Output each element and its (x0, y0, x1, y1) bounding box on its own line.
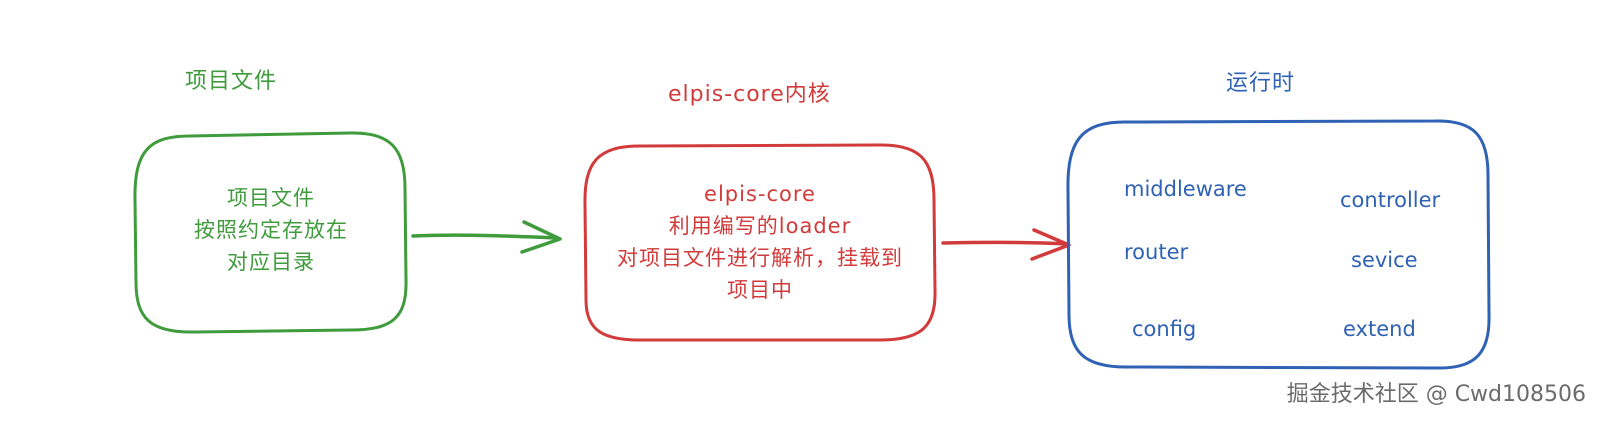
elpis-core-box (583, 143, 937, 342)
runtime-box (1066, 119, 1491, 370)
arrow-core-to-runtime (941, 240, 1070, 246)
project-files-line: 按照约定存放在 (194, 218, 348, 242)
watermark: 掘金技术社区 @ Cwd108506 (1286, 382, 1586, 407)
runtime-item-controller: controller (1340, 188, 1441, 212)
elpis-core-title: elpis-core内核 (668, 82, 831, 107)
runtime-item-sevice: sevice (1351, 248, 1418, 272)
runtime-title: 运行时 (1226, 71, 1296, 96)
elpis-core-line: 项目中 (727, 278, 793, 302)
elpis-core-line: 对项目文件进行解析，挂载到 (617, 246, 903, 270)
runtime-item-middleware: middleware (1124, 177, 1247, 201)
runtime-item-router: router (1124, 240, 1189, 264)
arrow-project-to-core (411, 233, 560, 240)
project-files-description: 项目文件 按照约定存放在 对应目录 (140, 182, 402, 278)
elpis-core-line: elpis-core (704, 182, 816, 206)
arrow-project-to-core-head (520, 220, 562, 254)
project-files-line: 对应目录 (227, 250, 315, 274)
project-files-line: 项目文件 (227, 186, 315, 210)
elpis-core-line: 利用编写的loader (668, 214, 852, 238)
elpis-core-description: elpis-core 利用编写的loader 对项目文件进行解析，挂载到 项目中 (588, 178, 932, 306)
runtime-item-extend: extend (1343, 317, 1416, 341)
project-files-box (133, 131, 408, 334)
runtime-item-config: config (1132, 317, 1197, 341)
project-files-title: 项目文件 (185, 69, 278, 94)
